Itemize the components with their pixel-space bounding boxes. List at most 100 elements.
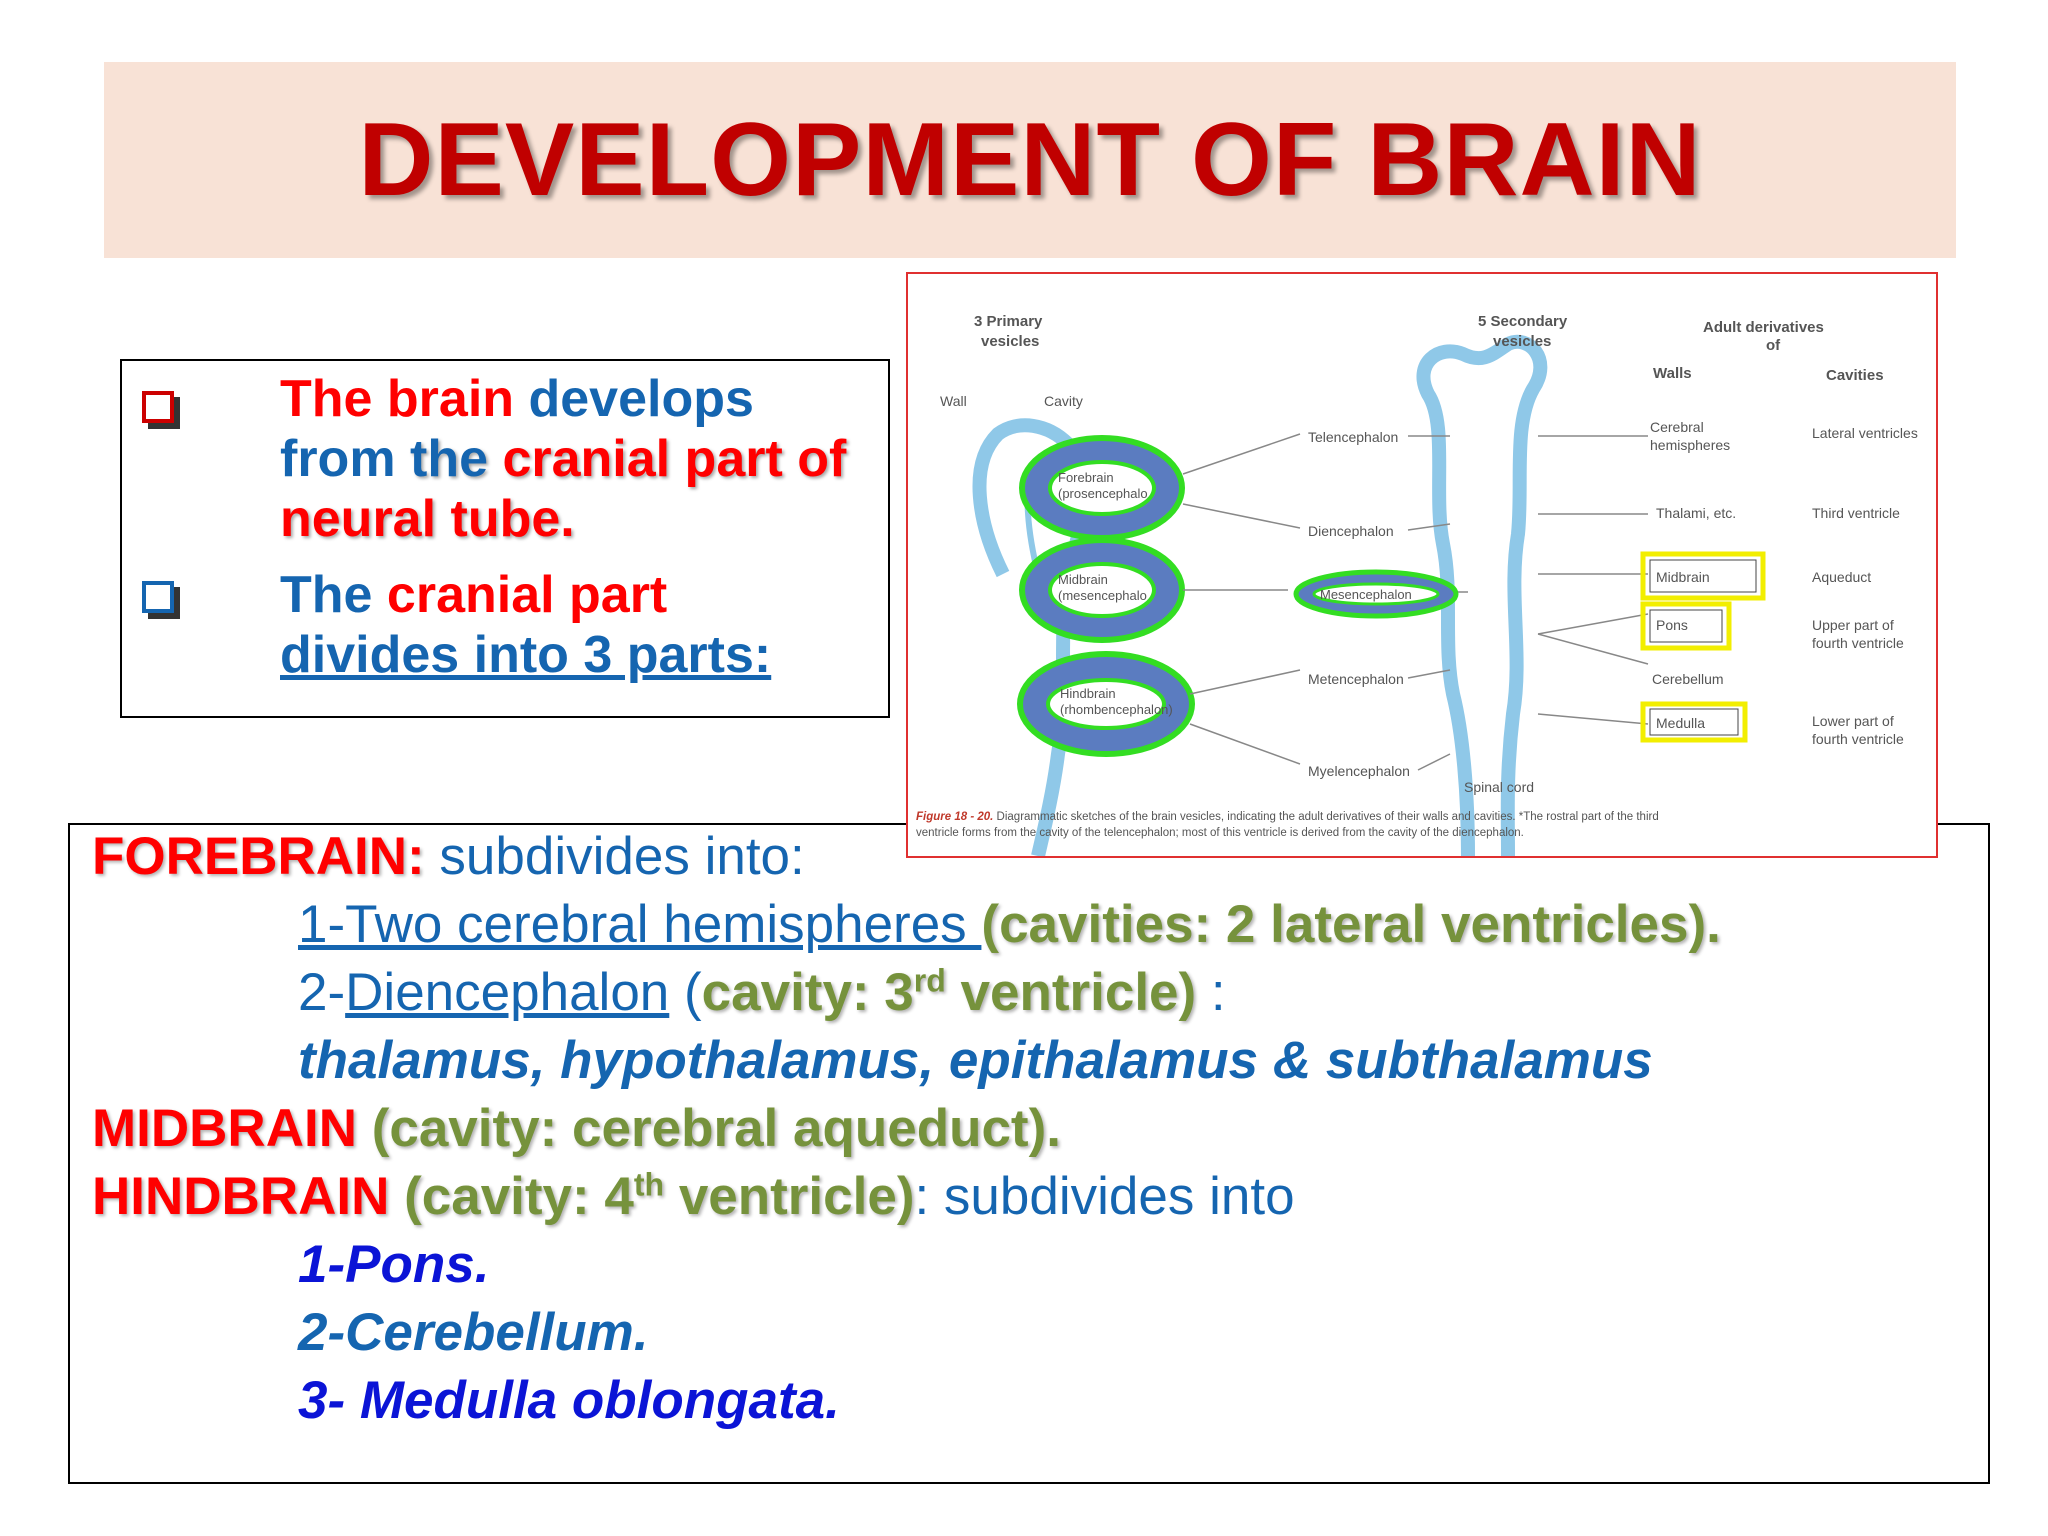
wall-thalami: Thalami, etc. xyxy=(1656,505,1736,521)
caption-label: Figure 18 - 20. xyxy=(916,811,993,823)
wall-hemispheres: hemispheres xyxy=(1650,437,1730,453)
midbrain-label-1: Midbrain xyxy=(1058,572,1108,587)
hindbrain-sup: th xyxy=(633,1166,665,1203)
wall-pons: Pons xyxy=(1656,617,1688,633)
midbrain-cavity: (cavity: cerebral aqueduct). xyxy=(356,1099,1061,1158)
checkbox-bullet-icon xyxy=(142,581,180,619)
title-banner: DEVELOPMENT OF BRAIN xyxy=(104,62,1956,258)
pons-highlight xyxy=(1640,601,1732,651)
bullet-2 xyxy=(142,571,180,619)
forebrain-label-1: Forebrain xyxy=(1058,470,1114,485)
forebrain-label: FOREBRAIN: xyxy=(92,827,425,886)
bullet-1 xyxy=(142,381,180,429)
wall-midbrain: Midbrain xyxy=(1656,569,1710,585)
hindbrain-item-1: 1-Pons. xyxy=(298,1235,489,1295)
intro-text-divides: divides into 3 parts: xyxy=(280,626,772,684)
forebrain-ring-inner xyxy=(1048,460,1156,516)
intro-text-the2: The xyxy=(280,566,387,624)
primary-arrows xyxy=(1182,433,1301,765)
cavity-lateral: Lateral ventricles xyxy=(1812,425,1918,441)
forebrain-item-2: 2-Diencephalon (cavity: 3rd ventricle) : xyxy=(298,963,1226,1023)
adult-header-1: Adult derivatives xyxy=(1703,319,1824,336)
item1-text: 1-Two cerebral hemispheres xyxy=(298,895,982,954)
wall-label: Wall xyxy=(940,393,967,409)
hindbrain-label: HINDBRAIN xyxy=(92,1167,390,1226)
hindbrain-cavity: (cavity: 4 xyxy=(389,1167,634,1226)
diencephalon-parts: thalamus, hypothalamus, epithalamus & su… xyxy=(298,1031,1653,1091)
cavity-lower-1: Lower part of xyxy=(1812,713,1894,729)
intro-text-cranial: cranial part of neural tube. xyxy=(280,430,847,548)
wall-medulla: Medulla xyxy=(1656,715,1705,731)
primary-header-1: 3 Primary xyxy=(974,313,1043,330)
cavity-label: Cavity xyxy=(1044,393,1083,409)
brain-vesicles-figure: 3 Primary vesicles Wall Cavity 5 Seconda… xyxy=(906,272,1938,858)
hindbrain-ring-inner xyxy=(1046,678,1166,730)
medulla-highlight-inner xyxy=(1649,708,1739,736)
caption-line1: Diagrammatic sketches of the brain vesic… xyxy=(993,811,1658,823)
midbrain-ring-inner xyxy=(1048,562,1156,618)
metencephalon-label: Metencephalon xyxy=(1308,671,1404,687)
cavities-header: Cavities xyxy=(1826,367,1884,384)
intro-text-red: The brain xyxy=(280,370,515,428)
midbrain-label: MIDBRAIN xyxy=(92,1099,357,1158)
mesencephalon-label: Mesencephalon xyxy=(1320,587,1412,602)
cavity-upper-1: Upper part of xyxy=(1812,617,1894,633)
cavity-third: Third ventricle xyxy=(1812,505,1900,521)
item2-open: ( xyxy=(669,963,702,1022)
secondary-tube-outline xyxy=(1416,334,1548,856)
hindbrain-label-2: (rhombencephalon) xyxy=(1060,702,1173,717)
primary-header-2: vesicles xyxy=(981,333,1039,350)
forebrain-line: FOREBRAIN: subdivides into: xyxy=(92,827,805,887)
figure-caption-2: ventricle forms from the cavity of the t… xyxy=(916,827,1524,839)
bullet-1-text: The brain develops from the cranial part… xyxy=(280,369,860,549)
page-title: DEVELOPMENT OF BRAIN xyxy=(358,101,1702,218)
secondary-arrows xyxy=(1407,435,1649,771)
wall-cerebral: Cerebral xyxy=(1650,419,1704,435)
midbrain-highlight xyxy=(1640,551,1766,601)
forebrain-item-1: 1-Two cerebral hemispheres (cavities: 2 … xyxy=(298,895,1721,955)
secondary-header-2: vesicles xyxy=(1493,333,1551,350)
intro-text-the: the xyxy=(410,430,503,488)
hindbrain-text: : subdivides into xyxy=(914,1167,1295,1226)
cavity-aqueduct: Aqueduct xyxy=(1812,569,1871,585)
secondary-header-1: 5 Secondary xyxy=(1478,313,1568,330)
diencephalon-parts-text: thalamus, hypothalamus, epithalamus & su… xyxy=(298,1031,1653,1090)
medulla-text: 3- Medulla oblongata. xyxy=(298,1371,840,1430)
adult-header-2: of xyxy=(1766,337,1781,354)
main-content-box: FOREBRAIN: subdivides into: 1-Two cerebr… xyxy=(68,823,1990,1484)
cavity-lower-2: fourth ventricle xyxy=(1812,731,1904,747)
midbrain-line: MIDBRAIN (cavity: cerebral aqueduct). xyxy=(92,1099,1061,1159)
myelencephalon-label: Myelencephalon xyxy=(1308,763,1410,779)
walls-header: Walls xyxy=(1653,365,1692,382)
medulla-highlight xyxy=(1640,701,1748,743)
cerebellum-text: 2-Cerebellum. xyxy=(298,1303,649,1362)
checkbox-bullet-icon xyxy=(142,391,180,429)
figure-diagram: 3 Primary vesicles Wall Cavity 5 Seconda… xyxy=(916,313,1918,856)
spinal-cord-label: Spinal cord xyxy=(1464,779,1534,795)
wall-cerebellum: Cerebellum xyxy=(1652,671,1724,687)
diencephalon-label: Diencephalon xyxy=(1308,523,1394,539)
intro-text-cranial2: cranial part xyxy=(386,566,668,624)
mesencephalon-ring-inner xyxy=(1312,582,1440,606)
midbrain-label-2: (mesencephalo xyxy=(1058,588,1147,603)
hindbrain-item-3: 3- Medulla oblongata. xyxy=(298,1371,840,1431)
telencephalon-label: Telencephalon xyxy=(1308,429,1398,445)
hindbrain-label-1: Hindbrain xyxy=(1060,686,1116,701)
item2-cavity: cavity: 3 xyxy=(701,963,914,1022)
item2-sup: rd xyxy=(913,962,946,999)
midbrain-highlight-inner xyxy=(1649,559,1757,593)
hindbrain-line: HINDBRAIN (cavity: 4th ventricle): subdi… xyxy=(92,1167,1295,1227)
intro-box: The brain develops from the cranial part… xyxy=(120,359,890,718)
item1-cavity: (cavities: 2 lateral ventricles). xyxy=(981,895,1721,954)
item2-prefix: 2- xyxy=(298,963,346,1022)
item2-cavity2: ventricle) xyxy=(945,963,1197,1022)
intro-text-blue: develops from xyxy=(280,370,754,488)
hindbrain-cavity2: ventricle) xyxy=(664,1167,915,1226)
forebrain-text: subdivides into: xyxy=(424,827,805,886)
figure-caption-1: Figure 18 - 20. Diagrammatic sketches of… xyxy=(916,811,1659,823)
pons-text: 1-Pons. xyxy=(298,1235,490,1294)
forebrain-label-2: (prosencephalo xyxy=(1058,486,1148,501)
cavity-upper-2: fourth ventricle xyxy=(1812,635,1904,651)
item2-colon: : xyxy=(1196,963,1226,1022)
